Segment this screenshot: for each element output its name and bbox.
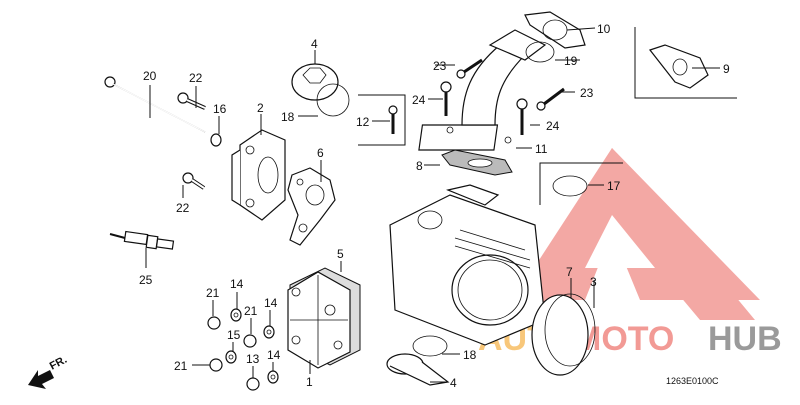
nut-part[interactable] bbox=[207, 316, 221, 330]
bolt-part[interactable] bbox=[456, 58, 483, 79]
callout-23: 23 bbox=[433, 59, 447, 73]
callout-8: 8 bbox=[416, 159, 423, 173]
washer-part[interactable] bbox=[225, 350, 237, 364]
callout-11: 11 bbox=[535, 142, 548, 156]
watermark-hub: HUB bbox=[708, 320, 782, 358]
drain-plug-part[interactable] bbox=[291, 63, 350, 117]
callout-10: 10 bbox=[597, 22, 611, 36]
cam-holder-part[interactable] bbox=[231, 129, 286, 221]
callout-14b: 14 bbox=[264, 296, 278, 310]
callout-labels: 20 22 16 2 4 18 12 6 22 25 23 24 10 19 2… bbox=[139, 22, 730, 390]
bolt-part[interactable] bbox=[516, 98, 528, 135]
callout-3: 3 bbox=[590, 275, 597, 289]
callout-17: 17 bbox=[607, 179, 621, 193]
callout-24: 24 bbox=[412, 93, 426, 107]
watermark-logo-icon bbox=[500, 148, 760, 320]
front-direction-arrow-icon bbox=[28, 370, 54, 389]
nut-part[interactable] bbox=[243, 334, 257, 348]
o-ring-bracket-group bbox=[539, 162, 623, 205]
bolt-part[interactable] bbox=[440, 81, 452, 116]
callout-21: 21 bbox=[206, 286, 220, 300]
flange-bolt-part[interactable] bbox=[177, 92, 206, 110]
gasket-bracket-group bbox=[634, 27, 737, 99]
nut-part[interactable] bbox=[209, 358, 223, 372]
o-ring-part[interactable] bbox=[525, 41, 555, 63]
callout-9: 9 bbox=[723, 62, 730, 76]
intake-pipe-part[interactable] bbox=[418, 29, 547, 151]
bolt-part[interactable] bbox=[536, 87, 565, 111]
front-direction-label: FR. bbox=[48, 354, 69, 373]
nut-part[interactable] bbox=[246, 377, 260, 391]
callout-2: 2 bbox=[257, 101, 264, 115]
callout-6: 6 bbox=[317, 146, 324, 160]
cover-cap-part[interactable] bbox=[531, 293, 596, 376]
cylinder-block-part[interactable] bbox=[389, 184, 546, 346]
callout-22: 22 bbox=[189, 71, 203, 85]
washer-part[interactable] bbox=[210, 133, 222, 147]
spark-plug-part[interactable] bbox=[109, 230, 175, 250]
o-ring-part[interactable] bbox=[412, 335, 448, 357]
callout-22b: 22 bbox=[176, 201, 190, 215]
callout-7: 7 bbox=[566, 265, 573, 279]
callout-13: 13 bbox=[246, 352, 260, 366]
washer-part[interactable] bbox=[267, 370, 279, 384]
head-cover-part[interactable] bbox=[287, 267, 361, 369]
intake-gasket-part[interactable] bbox=[441, 149, 513, 176]
callout-19: 19 bbox=[564, 54, 578, 68]
gasket-part[interactable] bbox=[287, 167, 336, 246]
callout-4b: 4 bbox=[450, 376, 457, 390]
figure-code: 1263E0100C bbox=[666, 376, 719, 386]
callout-5: 5 bbox=[337, 247, 344, 261]
callout-4: 4 bbox=[311, 37, 318, 51]
washer-part[interactable] bbox=[230, 308, 242, 322]
callout-18: 18 bbox=[281, 110, 295, 124]
callout-20: 20 bbox=[143, 69, 157, 83]
callout-15: 15 bbox=[227, 328, 241, 342]
callout-25: 25 bbox=[139, 273, 153, 287]
stud-bolt-part[interactable] bbox=[104, 76, 206, 133]
callout-21c: 21 bbox=[174, 359, 188, 373]
flange-bolt-part[interactable] bbox=[182, 172, 206, 190]
callout-21b: 21 bbox=[244, 304, 258, 318]
callout-23b: 23 bbox=[580, 86, 594, 100]
bracket-bolt-group bbox=[358, 94, 406, 146]
callout-18b: 18 bbox=[463, 348, 477, 362]
washer-part[interactable] bbox=[263, 325, 275, 339]
callout-14: 14 bbox=[230, 277, 244, 291]
callout-24b: 24 bbox=[546, 119, 560, 133]
callout-1: 1 bbox=[306, 375, 313, 389]
drain-plug-part[interactable] bbox=[386, 353, 450, 386]
callout-12: 12 bbox=[356, 115, 370, 129]
leader-lines bbox=[145, 27, 720, 383]
callout-14c: 14 bbox=[267, 348, 281, 362]
callout-16: 16 bbox=[213, 102, 227, 116]
